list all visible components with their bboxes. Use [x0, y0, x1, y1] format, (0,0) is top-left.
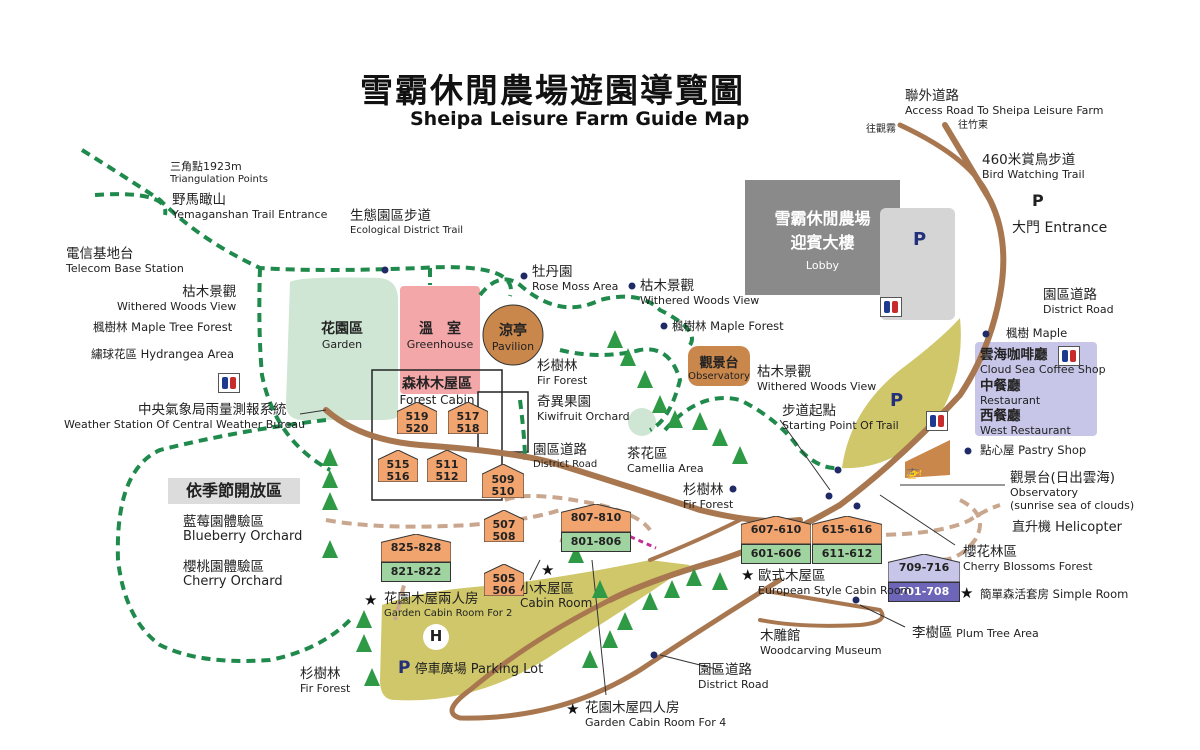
- lobby-parking-icon: P: [913, 229, 927, 250]
- camellia-spot: [628, 408, 656, 436]
- room-709-708-bottom[interactable]: 701-708: [888, 582, 960, 602]
- parking-lot-label: P 停車廣場 Parking Lot: [398, 658, 544, 678]
- room-507-508[interactable]: 507 508: [484, 510, 524, 542]
- parking-right-icon: P: [890, 390, 904, 411]
- room-511-512[interactable]: 511 512: [427, 450, 467, 482]
- observatory-zone[interactable]: [688, 346, 750, 386]
- pavilion[interactable]: [482, 304, 544, 366]
- garden-cabin-4-star-icon: ★: [566, 700, 580, 718]
- maple-label: 楓樹 Maple: [1006, 326, 1068, 340]
- greenhouse-zone[interactable]: [400, 286, 480, 394]
- to-zhudong-label: 往竹東: [958, 120, 988, 131]
- restroom-icon-2: [1058, 346, 1080, 366]
- parking-lot[interactable]: [380, 560, 690, 701]
- to-guanwu-label: 往觀霧: [866, 124, 896, 135]
- helicopter-label: 直升機 Helicopter: [1012, 520, 1122, 535]
- room-825-822-top[interactable]: 825-828: [381, 534, 451, 562]
- restroom-icon-3: [926, 411, 948, 431]
- entrance-label[interactable]: 大門 Entrance: [1012, 220, 1108, 236]
- restroom-icon: [880, 297, 902, 317]
- map-title-en: Sheipa Leisure Farm Guide Map: [410, 108, 750, 130]
- cabin-room-star-icon: ★: [541, 561, 555, 579]
- poi-dots: [381, 266, 990, 659]
- room-607-606-top[interactable]: 607-610: [741, 516, 811, 544]
- euro-cabin-star-icon: ★: [741, 566, 755, 584]
- map-title-zh: 雪霸休閒農場遊園導覽圖: [360, 71, 745, 110]
- observatory-wedge: [905, 440, 950, 478]
- helicopter-icon: 🚁: [905, 464, 923, 480]
- observatory-sunrise-label[interactable]: 觀景台(日出雲海) Observatory(sunrise sea of clo…: [1010, 470, 1135, 512]
- room-615-612-bottom[interactable]: 611-612: [812, 544, 882, 564]
- lobby-building[interactable]: [745, 180, 900, 295]
- room-615-612-top[interactable]: 615-616: [812, 516, 882, 544]
- trees: [322, 330, 748, 686]
- green-trails: [80, 148, 841, 663]
- room-807-806-top[interactable]: 807-810: [561, 504, 631, 532]
- pastry-label[interactable]: 點心屋 Pastry Shop: [980, 443, 1087, 457]
- maple-left-label: 楓樹林 Maple Tree Forest: [93, 320, 233, 334]
- room-607-606-bottom[interactable]: 601-606: [741, 544, 811, 564]
- seasonal-label: 依季節開放區: [168, 478, 300, 504]
- garden-cabin-2-star-icon: ★: [364, 591, 378, 609]
- room-825-822-bottom[interactable]: 821-822: [381, 562, 451, 582]
- main-roads: [323, 122, 1007, 721]
- restroom-icon-4: [218, 373, 240, 393]
- simple-room-label[interactable]: 簡單森活套房 Simple Room: [980, 587, 1129, 601]
- room-519-520[interactable]: 519 520: [397, 402, 437, 434]
- hydrangea-label: 繡球花區 Hydrangea Area: [91, 347, 235, 361]
- room-515-516[interactable]: 515 516: [378, 450, 418, 482]
- lobby-label: 雪霸休閒農場 迎賓大樓 Lobby: [774, 209, 871, 272]
- simple-room-star-icon: ★: [960, 584, 974, 602]
- garden-zone[interactable]: [286, 277, 398, 421]
- plum-label: 李樹區 Plum Tree Area: [912, 625, 1039, 641]
- room-807-806-bottom[interactable]: 801-806: [561, 532, 631, 552]
- room-505-506[interactable]: 505 506: [484, 564, 524, 596]
- room-517-518[interactable]: 517 518: [448, 402, 488, 434]
- room-709-708-top[interactable]: 709-716: [888, 554, 960, 582]
- parking-zone-right[interactable]: [842, 318, 961, 469]
- maple-forest-mid-label: 楓樹林 Maple Forest: [672, 319, 784, 333]
- entrance-p-icon: P: [1032, 191, 1044, 210]
- leader-lines: [299, 409, 1005, 696]
- room-509-510[interactable]: 509 510: [482, 464, 524, 498]
- helipad-circle: [423, 624, 449, 650]
- helipad-icon: H: [429, 627, 443, 645]
